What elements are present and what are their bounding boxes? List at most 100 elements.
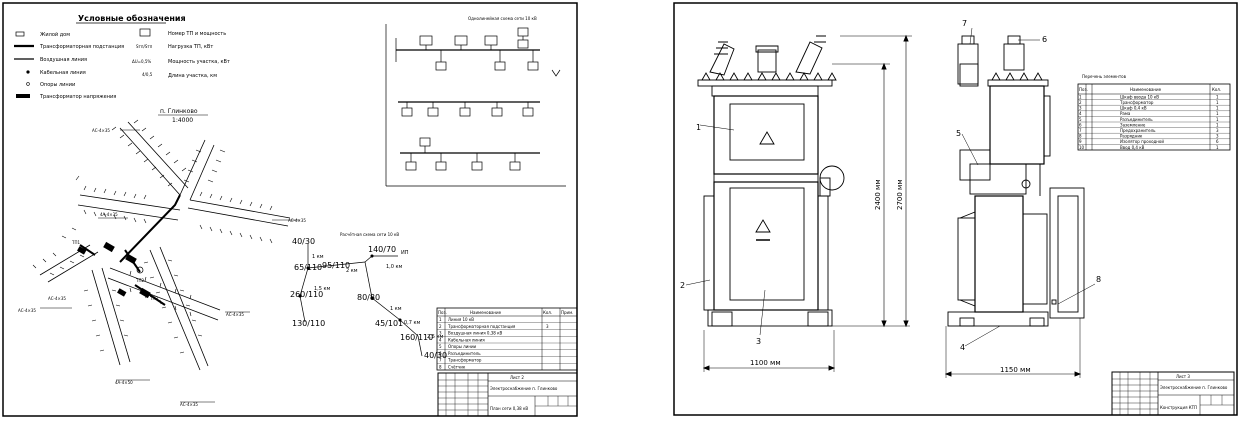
legend: Условные обозначения Жилой дом Трансформ… — [14, 13, 230, 100]
parts-h0: Поз. — [1079, 87, 1088, 92]
callout-5: 5 — [956, 129, 961, 138]
spec1-cell: 1 — [439, 317, 442, 322]
line-label-5: 4А-4×50 — [115, 380, 133, 385]
spec1-cell: 3 — [546, 324, 549, 329]
plan-scale: 1:4000 — [172, 117, 193, 124]
parts-cell: Рама — [1120, 111, 1131, 116]
spec1-cell: Разъединитель — [448, 351, 481, 356]
calc-node-6: 80/80 — [357, 293, 380, 302]
sheet-2: 1100 мм 2400 мм 2700 мм 1 2 3 — [673, 2, 1238, 416]
line-label-3: АС-4×35 — [18, 308, 36, 313]
stamp-2-subtitle: Конструкция КТП — [1160, 405, 1197, 410]
calc-seg-4: 1 км — [390, 306, 402, 312]
legend-item-3: Кабельная линия — [40, 70, 86, 76]
spec1-cell: Опоры линии — [448, 344, 477, 349]
line-label-6: АС-4×35 — [180, 402, 198, 407]
spec1-h3: Прим. — [561, 310, 573, 315]
parts-cell: 1 — [1216, 145, 1219, 150]
sheet-1-frame — [2, 2, 578, 417]
parts-cell: 2 — [1079, 100, 1082, 105]
legend-item-2: Воздушная линия — [40, 57, 87, 63]
parts-cell: 7 — [1079, 128, 1082, 133]
tp-marker — [77, 246, 87, 255]
stamp-2 — [1111, 371, 1235, 416]
legend-right-1: Нагрузка ТП, кВт — [168, 44, 213, 50]
calc-node-8: 160/110 — [400, 333, 433, 342]
callout-2: 2 — [680, 281, 685, 290]
legend-right-0: Номер ТП и мощность — [168, 31, 226, 37]
parts-cell: Разрядник — [1120, 134, 1143, 139]
calc-node-3: 130/110 — [292, 319, 325, 328]
spec1-cell: 6 — [439, 351, 442, 356]
spec1-cell: Трансформаторная подстанция — [447, 324, 516, 329]
side-width-dim: 1150 мм — [1000, 366, 1031, 374]
parts-h1: Наименование — [1130, 87, 1162, 92]
legend-formula-c: 4/0,5 — [142, 72, 153, 77]
side-view — [944, 27, 1096, 378]
stamp-1-subtitle: План сети 0,38 кВ — [490, 406, 528, 411]
tp-marker — [103, 241, 115, 253]
spec1-cell: 8 — [439, 364, 442, 369]
spec1-h1: Наименование — [470, 310, 502, 315]
parts-cell: 1 — [1079, 94, 1082, 99]
front-width-dim: 1100 мм — [750, 359, 781, 367]
legend-item-5: Трансформатор напряжения — [39, 94, 116, 100]
calc-seg-3: 2 км — [346, 268, 358, 274]
callout-6b: 6 — [1042, 35, 1047, 44]
calc-node-2: 260/110 — [290, 290, 323, 299]
parts-cell: Заземление — [1120, 122, 1146, 127]
spec1-cell: 3 — [439, 331, 442, 336]
calc-node-5: 95/110 — [322, 261, 350, 270]
line-label-0: АС-4×35 — [92, 128, 110, 133]
front-height-a-dim: 2400 мм — [874, 179, 882, 210]
parts-cell: Предохранитель — [1120, 128, 1156, 133]
parts-cell: 3 — [1079, 106, 1082, 111]
calc-seg-2: 1,0 км — [386, 264, 403, 270]
callout-7: 7 — [962, 19, 967, 28]
calc-scheme — [298, 244, 423, 357]
insulator-row — [701, 72, 837, 81]
spec1-cell: 5 — [439, 344, 442, 349]
plan-title: п. Глинково — [160, 108, 198, 115]
calc-node-1: 65/110 — [294, 263, 322, 272]
calc-node-4: 140/70 — [368, 245, 396, 254]
parts-cell: 5 — [1079, 117, 1082, 122]
calc-seg-6: 2,5 км — [427, 334, 444, 340]
parts-cell: 4 — [1079, 111, 1082, 116]
line-labels — [40, 129, 300, 403]
calc-seg-0: 1 км — [312, 254, 324, 260]
parts-cell: 1 — [1216, 106, 1219, 111]
calc-node-7: 45/101 — [375, 319, 403, 328]
callout-4: 4 — [960, 343, 965, 352]
spec1-cell: 2 — [439, 324, 442, 329]
parts-cell: 10 — [1079, 145, 1085, 150]
spec1-h2: Кол. — [543, 310, 552, 315]
tp-label-1: ТП1 — [71, 240, 80, 245]
legend-formula-a: Sтп/Sтп — [136, 44, 153, 49]
substations: ТП1 ТП2 ТП3 — [71, 240, 158, 301]
line-label-7: АС-4×35 — [48, 296, 66, 301]
single-line-title: Однолинейная схема сети 10 кВ — [468, 16, 537, 21]
parts-cell: Изолятор проходной — [1120, 139, 1164, 144]
parts-cell: 8 — [1079, 134, 1082, 139]
callout-8: 8 — [1096, 275, 1101, 284]
tp-label-2: ТП2 — [135, 278, 144, 283]
legend-right-3: Длина участка, км — [168, 73, 217, 79]
calc-node-0: 40/30 — [292, 237, 315, 246]
parts-cell: 6 — [1079, 122, 1082, 127]
spec1-cell: Воздушная линия 0,38 кВ — [448, 331, 502, 336]
parts-cell: Трансформатор — [1119, 100, 1154, 105]
parts-cell: 3 — [1216, 128, 1219, 133]
parts-cell: 3 — [1216, 134, 1219, 139]
line-label-2: АС-4×35 — [288, 218, 306, 223]
calc-scheme-title: Расчётная схема сети 10 кВ — [340, 232, 399, 237]
settlement-plan — [32, 119, 291, 371]
street-line — [119, 127, 181, 196]
parts-cell: 6 — [1216, 139, 1219, 144]
spec1-cell: 4 — [439, 337, 442, 342]
parts-cell: 1 — [1216, 100, 1219, 105]
stamp-1 — [437, 372, 578, 417]
parts-cell: Ввод 0,4 кВ — [1120, 145, 1145, 150]
